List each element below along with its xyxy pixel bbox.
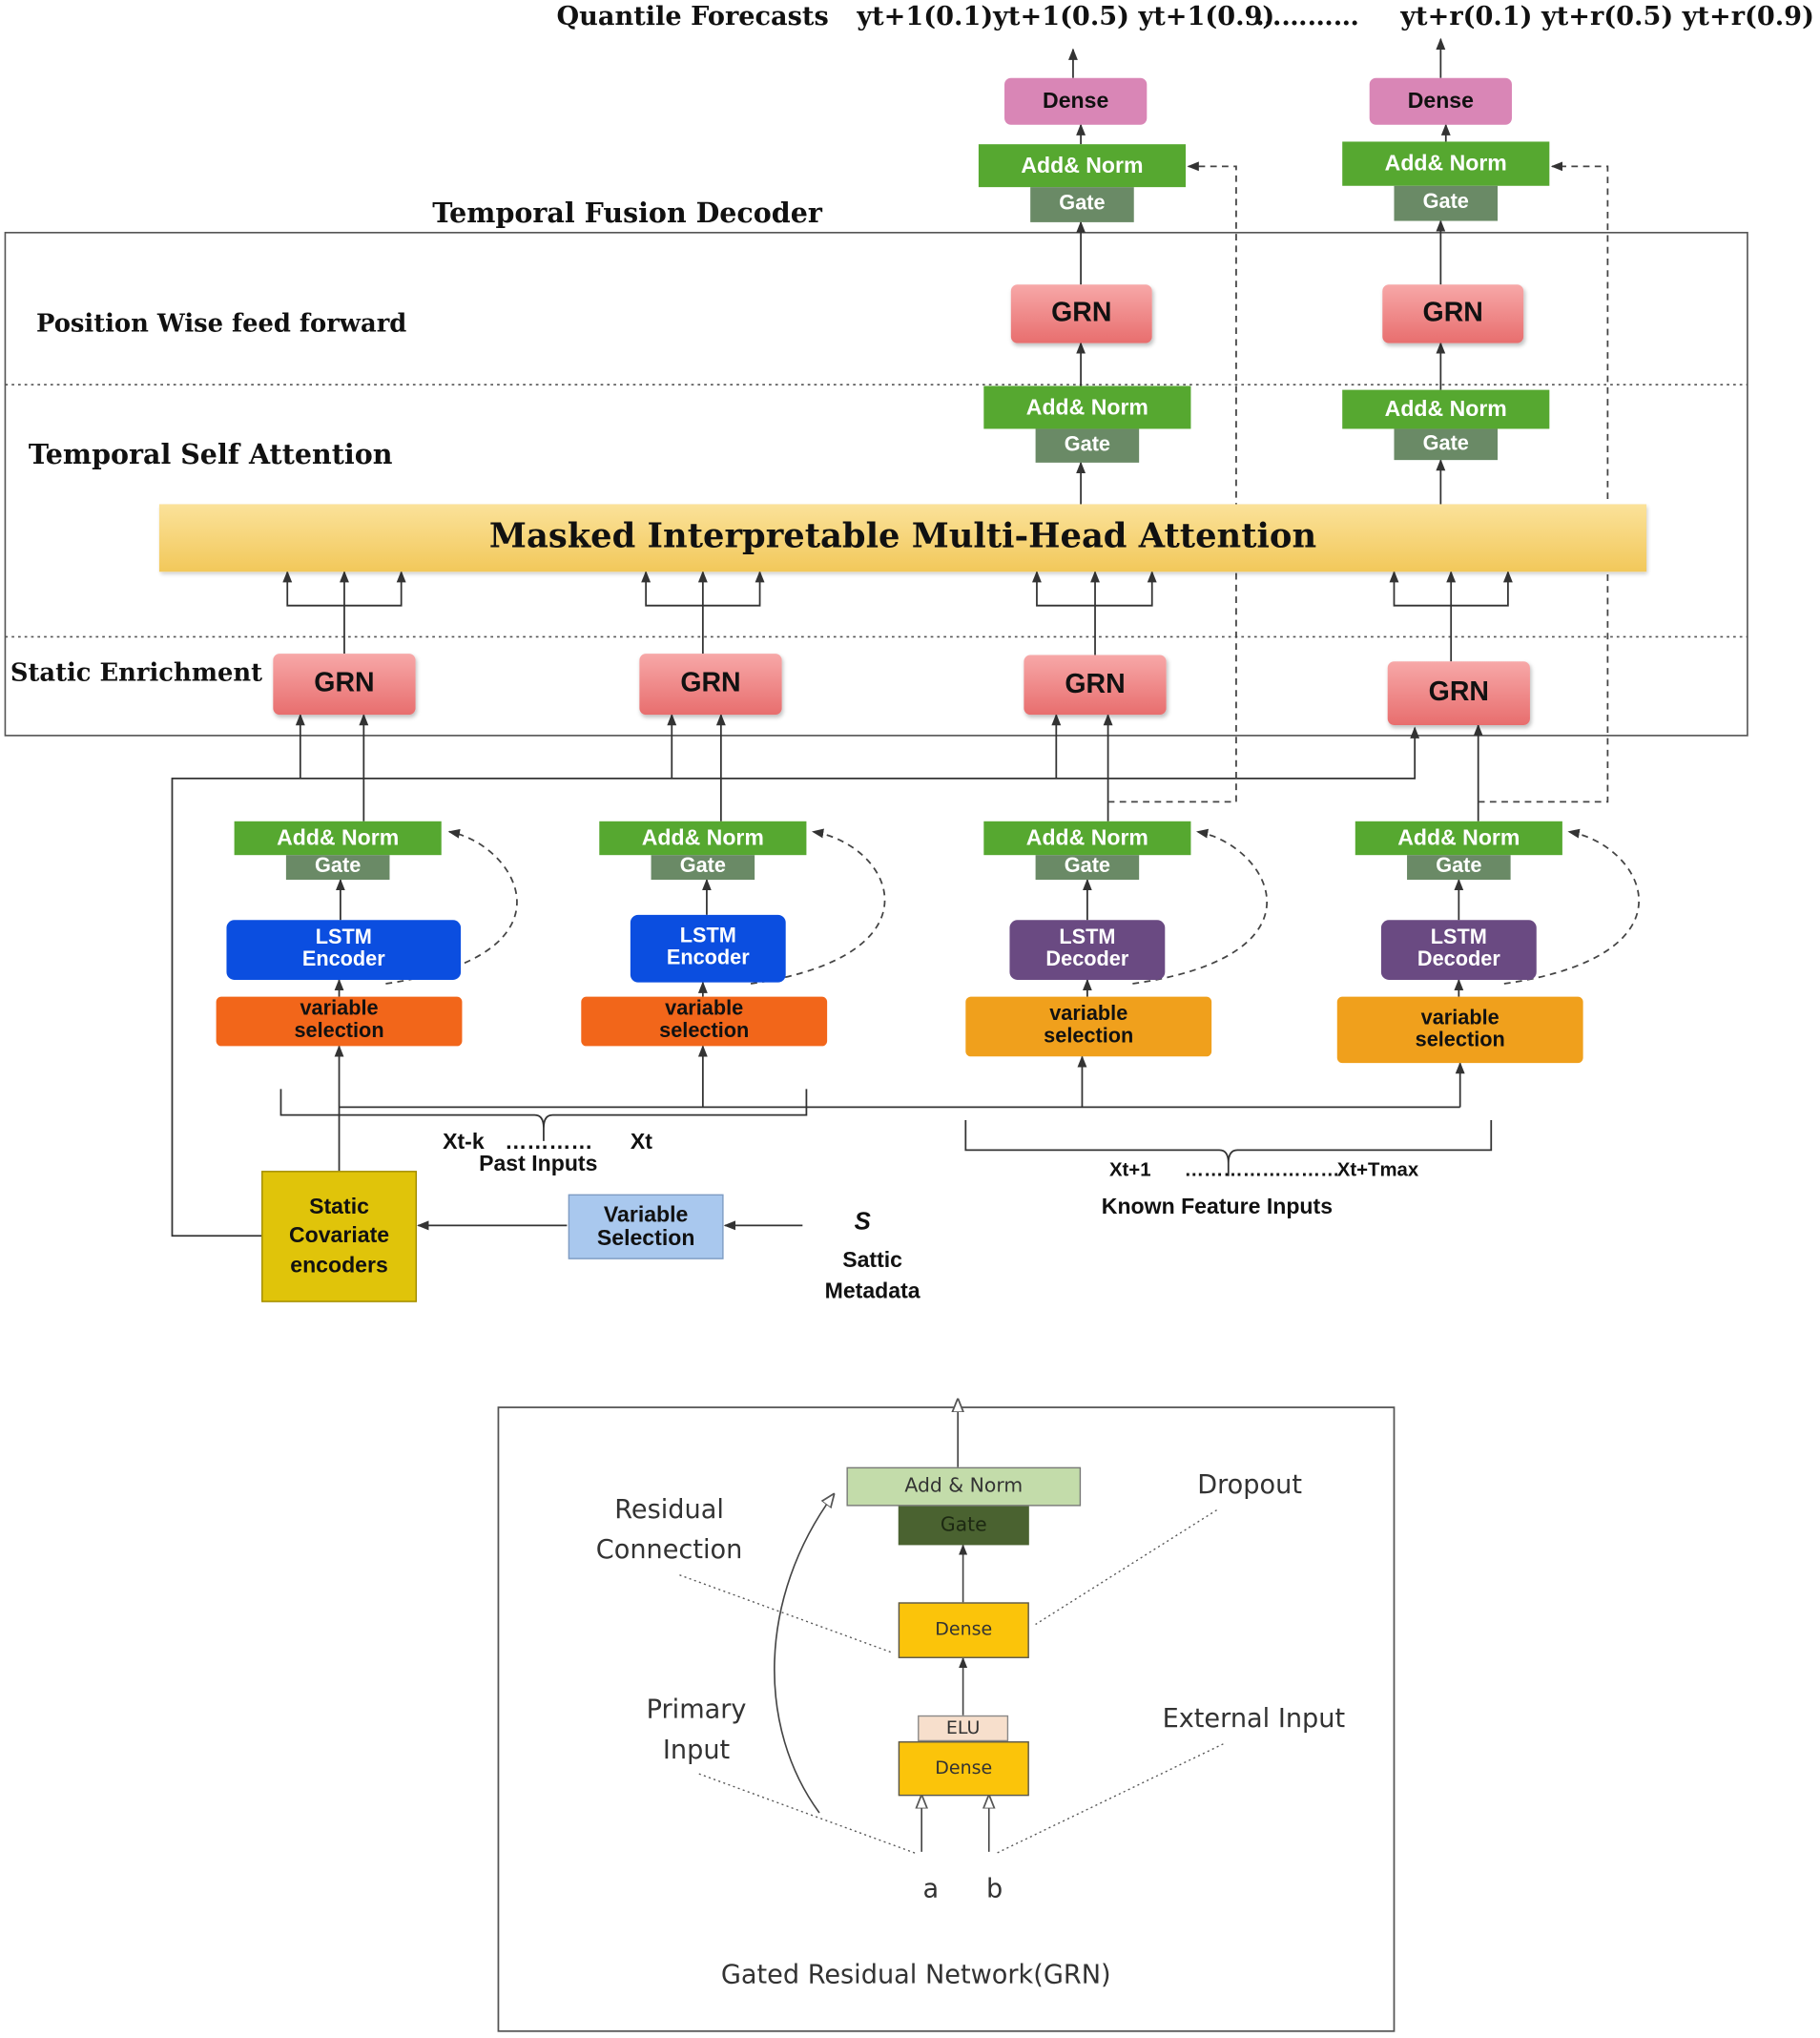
add-norm-lstm-2: Add& Norm	[599, 821, 807, 856]
residual-connection-label: Residual Connection	[595, 1492, 743, 1565]
trident-1	[282, 571, 406, 655]
variable-selection-past-1: variable selection	[216, 996, 463, 1047]
static-context-line	[171, 726, 1420, 1237]
position-wise-label: Position Wise feed forward	[35, 309, 407, 339]
grn-input-a: a	[922, 1872, 940, 1904]
past-range-start: Xt-k	[443, 1129, 485, 1154]
past-range-end: Xt	[630, 1129, 652, 1154]
masked-multi-head-attention: Masked Interpretable Multi-Head Attentio…	[158, 504, 1647, 572]
add-norm-top-2: Add& Norm	[1342, 141, 1550, 186]
lstm-encoder-2: LSTM Encoder	[630, 914, 786, 983]
output-dense-2: Dense	[1369, 77, 1512, 125]
gate-mid-2: Gate	[1394, 428, 1499, 461]
add-norm-lstm-3: Add& Norm	[983, 821, 1191, 856]
lstm-decoder-1: LSTM Decoder	[1009, 920, 1166, 980]
gate-mid-1: Gate	[1035, 428, 1140, 463]
grn-detail-frame	[497, 1406, 1396, 2032]
gate-lstm-1: Gate	[285, 855, 390, 881]
past-inputs-label: Past Inputs	[479, 1151, 598, 1176]
grn-enrichment-1: GRN	[273, 654, 416, 716]
grn-detail-elu: ELU	[918, 1715, 1009, 1742]
known-feature-inputs-label: Known Feature Inputs	[1101, 1194, 1334, 1219]
output-dense-1: Dense	[1004, 77, 1148, 125]
lstm-decoder-2: LSTM Decoder	[1380, 920, 1537, 980]
gate-top-2: Gate	[1394, 185, 1499, 221]
add-norm-lstm-4: Add& Norm	[1355, 821, 1562, 856]
decoder-frame	[4, 231, 1748, 737]
gate-lstm-4: Gate	[1407, 855, 1511, 881]
skip-to-top-right	[1478, 161, 1609, 803]
external-input-label: External Input	[1162, 1702, 1346, 1734]
temporal-fusion-decoder-title: Temporal Fusion Decoder	[432, 196, 822, 229]
trident-3	[1032, 571, 1157, 655]
grn-enrichment-4: GRN	[1387, 661, 1530, 725]
known-range-dots: ……………………	[1184, 1158, 1340, 1182]
grn-detail-gate: Gate	[898, 1506, 1029, 1546]
dropout-label: Dropout	[1197, 1468, 1302, 1500]
grn-caption: Gated Residual Network(GRN)	[720, 1958, 1111, 1990]
trident-2	[641, 571, 765, 655]
gate-lstm-2: Gate	[651, 855, 755, 881]
grn-feedforward-2: GRN	[1382, 284, 1524, 343]
past-range-dots: …………	[505, 1129, 593, 1154]
skip-to-top-left	[1107, 161, 1237, 803]
known-range-end: Xt+Tmax	[1336, 1158, 1419, 1182]
quantile-forecasts-dots: …………	[1255, 0, 1359, 31]
grn-feedforward-1: GRN	[1010, 284, 1152, 343]
temporal-self-attention-label: Temporal Self Attention	[28, 437, 393, 471]
gate-lstm-3: Gate	[1035, 855, 1140, 881]
add-norm-top-1: Add& Norm	[978, 144, 1187, 188]
grn-enrichment-3: GRN	[1024, 655, 1167, 716]
known-range-start: Xt+1	[1108, 1158, 1151, 1182]
primary-input-label: Primary Input	[646, 1693, 747, 1765]
lstm-encoder-1: LSTM Encoder	[226, 920, 462, 980]
quantile-forecasts-left: yt+1(0.1)yt+1(0.5) yt+1(0.9)	[857, 0, 1275, 31]
variable-selection-known-2: variable selection	[1336, 996, 1583, 1064]
grn-detail-dense-top: Dense	[898, 1602, 1029, 1658]
static-variable-selection: Variable Selection	[568, 1194, 724, 1259]
static-metadata-label: Sattic Metadata	[824, 1247, 920, 1303]
grn-enrichment-2: GRN	[639, 654, 782, 716]
static-enrichment-label: Static Enrichment	[10, 658, 263, 688]
trident-4	[1389, 571, 1513, 662]
known-inputs-brace	[964, 1120, 1493, 1176]
static-symbol: S	[854, 1208, 871, 1237]
add-norm-mid-1: Add& Norm	[983, 385, 1191, 429]
add-norm-mid-2: Add& Norm	[1342, 389, 1550, 429]
quantile-forecasts-label: Quantile Forecasts	[556, 0, 829, 31]
past-inputs-brace	[279, 1089, 808, 1141]
variable-selection-past-2: variable selection	[581, 996, 828, 1047]
add-norm-lstm-1: Add& Norm	[234, 821, 442, 856]
grn-detail-dense-bottom: Dense	[898, 1741, 1029, 1797]
grn-detail-add-norm: Add & Norm	[846, 1466, 1082, 1507]
grn-input-b: b	[986, 1872, 1003, 1904]
variable-selection-known-1: variable selection	[965, 996, 1212, 1057]
static-covariate-encoders: Static Covariate encoders	[261, 1171, 417, 1302]
quantile-forecasts-right: yt+r(0.1) yt+r(0.5) yt+r(0.9)	[1400, 0, 1814, 31]
gate-top-1: Gate	[1030, 187, 1134, 222]
